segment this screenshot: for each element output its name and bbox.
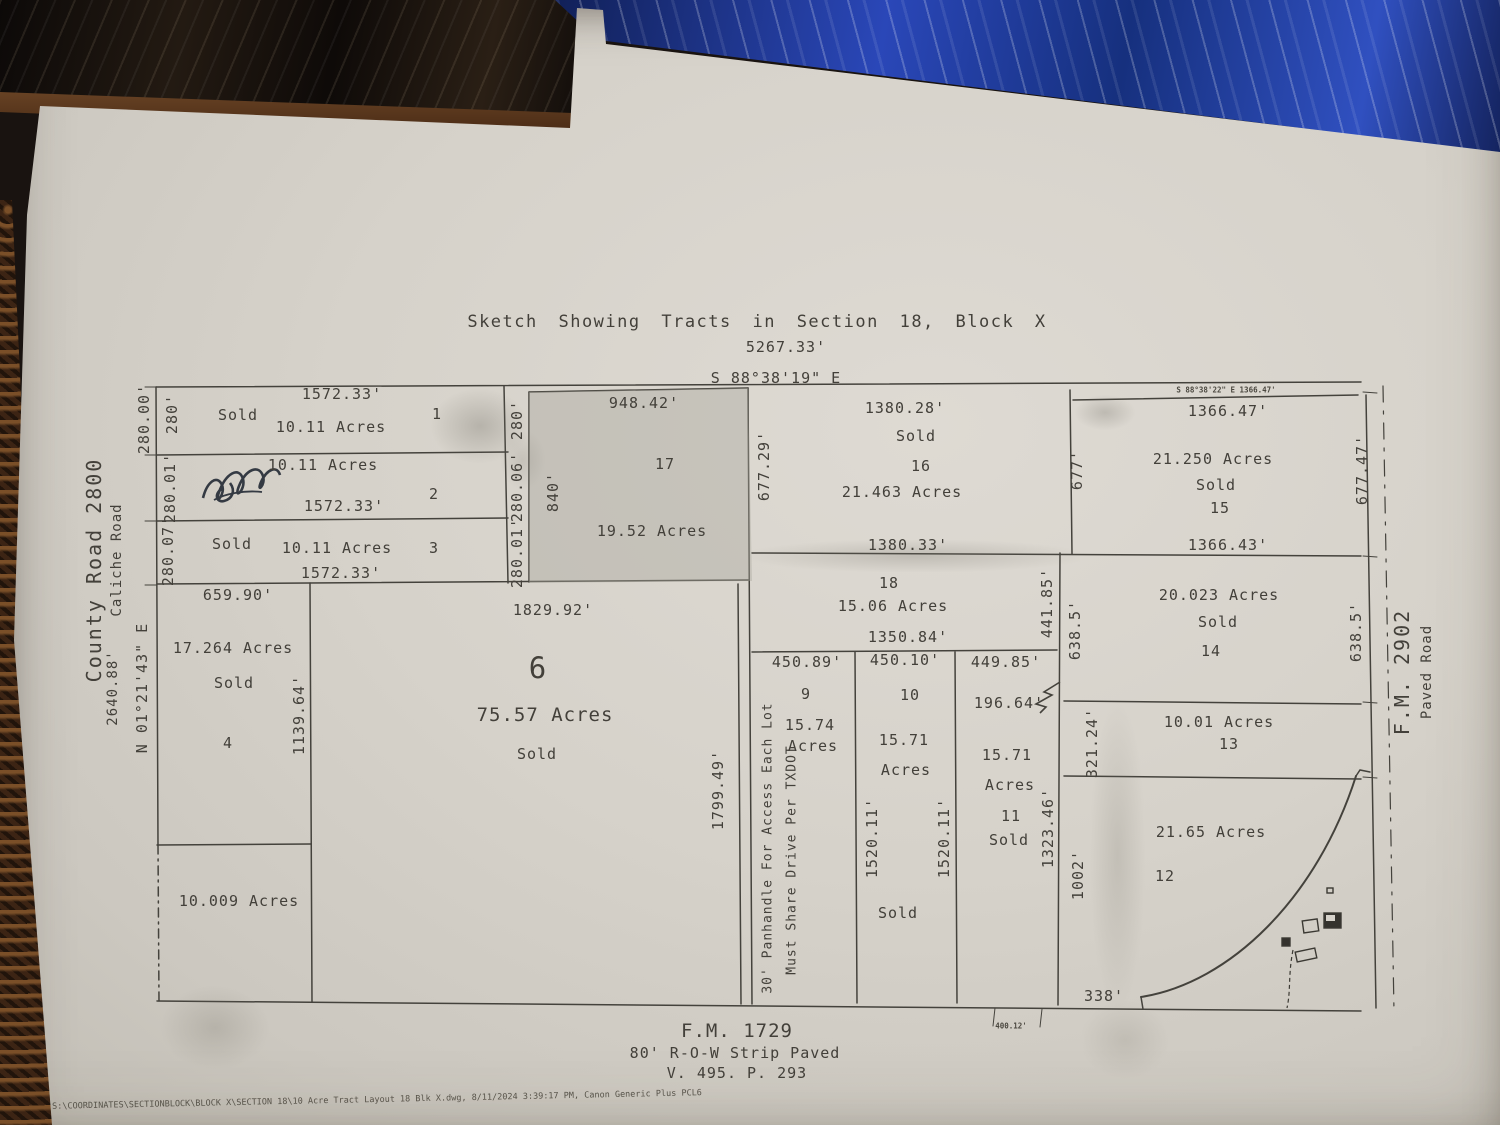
bottom-road-row: 80' R-O-W Strip Paved	[629, 1044, 841, 1062]
tract-9-acres-word: Acres	[787, 737, 839, 755]
ink-scribble	[201, 468, 282, 503]
tract-16-acres: 21.463 Acres	[841, 483, 963, 501]
tract-11-acres-value: 15.71	[981, 746, 1033, 764]
tract-15-bottom-dim: 1366.43'	[1187, 536, 1269, 554]
tract-16-sold: Sold	[895, 427, 937, 445]
tract-12-bottom-dim: 338'	[1083, 987, 1125, 1005]
bottom-road-name: F.M. 1729	[681, 1020, 793, 1042]
tract-10-number: 10	[899, 686, 921, 704]
tract-15-acres: 21.250 Acres	[1152, 450, 1274, 468]
boundary-jog-squiggle	[1033, 681, 1061, 714]
tract-14-acres: 20.023 Acres	[1158, 586, 1280, 604]
tract-11-top-dim: 449.85'	[970, 653, 1042, 671]
tract-17-shading	[529, 388, 752, 583]
tract-1-sold: Sold	[217, 406, 259, 424]
tract-16-top-dim: 1380.28'	[864, 399, 946, 417]
tract-14-number: 14	[1200, 642, 1222, 660]
tract-9-acres-value: 15.74	[784, 716, 836, 734]
tract-6-sold: Sold	[516, 745, 558, 763]
tract-10-acres-value: 15.71	[878, 731, 930, 749]
tract-10-top-dim: 450.10'	[869, 651, 941, 669]
tract-4-acres: 17.264 Acres	[172, 639, 294, 657]
tract-17-acres: 19.52 Acres	[596, 522, 708, 540]
bottom-road-ref: V. 495. P. 293	[666, 1064, 808, 1082]
tract-2-bottom-dim: 1572.33'	[303, 497, 385, 515]
tract-3-acres: 10.11 Acres	[281, 539, 393, 557]
tract-10-sold: Sold	[877, 904, 919, 922]
tract-9-top-dim: 450.89'	[771, 653, 843, 671]
tract-9-number: 9	[800, 685, 812, 703]
tract-4-top-dim: 659.90'	[202, 586, 274, 604]
tract-12-acres: 21.65 Acres	[1155, 823, 1267, 841]
tract-16-bottom-dim: 1380.33'	[867, 536, 949, 554]
tract-4-number: 4	[222, 734, 234, 752]
tract-6-top-dim: 1829.92'	[512, 601, 594, 619]
tract-3-sold: Sold	[211, 535, 253, 553]
tract-1-top-dim: 1572.33'	[301, 385, 383, 403]
tract-18-number: 18	[878, 574, 900, 592]
tract-11-acres-word: Acres	[984, 776, 1036, 794]
sketch-title: Sketch Showing Tracts in Section 18, Blo…	[467, 312, 1047, 332]
tract-2-acres: 10.11 Acres	[267, 456, 379, 474]
north-bearing: S 88°38'19" E	[710, 369, 842, 387]
tract-13-number: 13	[1218, 735, 1240, 753]
tract-10009-acres: 10.009 Acres	[178, 892, 300, 910]
tract-3-bottom-dim: 1572.33'	[300, 564, 382, 582]
tract-1-number: 1	[431, 405, 443, 423]
tract-17-top-dim: 948.42'	[608, 394, 680, 412]
tract-14-sold: Sold	[1197, 613, 1239, 631]
tract-13-acres: 10.01 Acres	[1163, 713, 1275, 731]
tract-10-acres-word: Acres	[880, 761, 932, 779]
tract-11-number: 11	[1000, 807, 1022, 825]
tract-11-jog-dim: 196.64'	[973, 694, 1045, 712]
tract-18-acres: 15.06 Acres	[837, 597, 949, 615]
building-symbols	[1281, 887, 1342, 1009]
tract-15-top-dim: 1366.47'	[1187, 402, 1269, 420]
tract-2-number: 2	[428, 485, 440, 503]
tract-16-number: 16	[910, 457, 932, 475]
tract-15-sold: Sold	[1195, 476, 1237, 494]
tract-12-number: 12	[1154, 867, 1176, 885]
north-total-dimension: 5267.33'	[745, 338, 827, 356]
tract-3-number: 3	[428, 539, 440, 557]
tract-17-number: 17	[654, 455, 676, 473]
tract-1-acres: 10.11 Acres	[275, 418, 387, 436]
tract-18-bottom-dim: 1350.84'	[867, 628, 949, 646]
bottom-small-dim: 400.12'	[995, 1021, 1027, 1031]
tract-6-acres: 75.57 Acres	[476, 704, 614, 726]
tract-4-sold: Sold	[213, 674, 255, 692]
tract-6-number: 6	[528, 651, 548, 685]
tract-11-sold: Sold	[988, 831, 1030, 849]
tract-15-number: 15	[1209, 499, 1231, 517]
tract-15-tiny-bearing: S 88°38'22" E 1366.47'	[1176, 385, 1276, 395]
